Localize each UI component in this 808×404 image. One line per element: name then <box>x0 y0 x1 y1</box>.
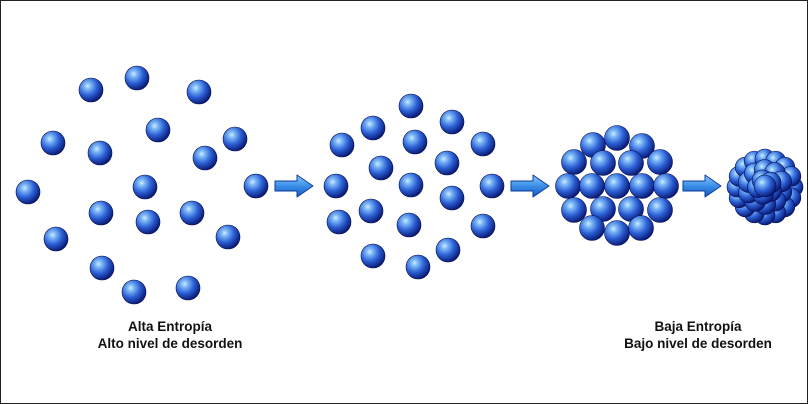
sphere-icon <box>323 173 349 199</box>
sphere-icon <box>479 173 505 199</box>
sphere-icon <box>88 200 114 226</box>
sphere-icon <box>132 174 158 200</box>
sphere-icon <box>579 173 605 199</box>
sphere-icon <box>179 200 205 226</box>
right-arrow-icon <box>510 174 550 198</box>
sphere-icon <box>629 173 655 199</box>
sphere-icon <box>402 129 428 155</box>
sphere-icon <box>396 212 422 238</box>
high-entropy-subtitle: Alto nivel de desorden <box>97 336 243 351</box>
sphere-icon <box>40 130 66 156</box>
sphere-icon <box>89 255 115 281</box>
sphere-icon <box>358 198 384 224</box>
sphere-icon <box>15 179 41 205</box>
sphere-icon <box>470 213 496 239</box>
sphere-icon <box>604 173 630 199</box>
sphere-icon <box>439 109 465 135</box>
sphere-icon <box>434 150 460 176</box>
sphere-icon <box>647 197 673 223</box>
sphere-icon <box>121 279 147 305</box>
sphere-icon <box>175 275 201 301</box>
low-entropy-title: Baja Entropía <box>654 319 742 334</box>
sphere-icon <box>555 173 581 199</box>
sphere-icon <box>561 197 587 223</box>
transition-arrows <box>274 174 722 198</box>
sphere-icon <box>135 209 161 235</box>
sphere-icon <box>87 140 113 166</box>
sphere-icon <box>215 224 241 250</box>
high-entropy-title: Alta Entropía <box>127 319 212 334</box>
sphere-icon <box>398 93 424 119</box>
sphere-icon <box>326 209 352 235</box>
sphere-icon <box>78 77 104 103</box>
sphere-icon <box>653 173 679 199</box>
sphere-icon <box>222 126 248 152</box>
sphere-icon <box>145 117 171 143</box>
sphere-icon <box>618 150 644 176</box>
packed-cluster <box>555 125 679 246</box>
sphere-icon <box>604 220 630 246</box>
sphere-icon <box>628 215 654 241</box>
right-arrow-icon <box>682 174 722 198</box>
sphere-icon <box>405 254 431 280</box>
right-arrow-icon <box>274 174 314 198</box>
sphere-icon <box>435 237 461 263</box>
sphere-icon <box>590 150 616 176</box>
sphere-icon <box>753 174 777 198</box>
sphere-icon <box>124 65 150 91</box>
sphere-icon <box>439 185 465 211</box>
loose-cluster <box>323 93 505 280</box>
high-entropy-caption: Alta Entropía Alto nivel de desorden <box>70 318 270 352</box>
sphere-icon <box>360 243 386 269</box>
sphere-icon <box>186 79 212 105</box>
sphere-icon <box>647 149 673 175</box>
low-entropy-caption: Baja Entropía Bajo nivel de desorden <box>598 318 798 352</box>
sphere-icon <box>243 173 269 199</box>
scattered-particles <box>15 65 269 305</box>
sphere-icon <box>604 125 630 151</box>
sphere-icon <box>368 155 394 181</box>
sphere-icon <box>43 226 69 252</box>
sphere-icon <box>360 115 386 141</box>
sphere-icon <box>470 131 496 157</box>
sphere-icon <box>329 132 355 158</box>
sphere-icon <box>398 172 424 198</box>
low-entropy-subtitle: Bajo nivel de desorden <box>624 336 772 351</box>
compact-sphere-cluster <box>726 148 804 226</box>
sphere-icon <box>561 149 587 175</box>
sphere-icon <box>579 215 605 241</box>
sphere-icon <box>192 145 218 171</box>
